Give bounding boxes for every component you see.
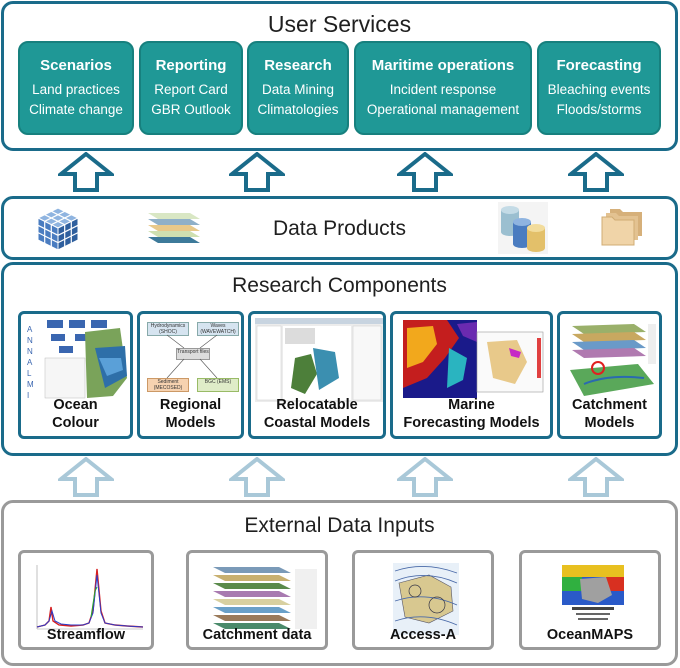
card-caption: Ocean Colour [21,396,130,432]
service-heading: Research [264,57,332,74]
service-line: Incident response [389,82,497,97]
diagram-connectors [166,334,218,379]
diagram-node: Hydrodynamics (SHOC) [147,322,189,336]
card-caption-line: Relocatable [276,397,358,413]
card-caption-line: Models [165,415,216,431]
input-streamflow[interactable]: Streamflow [18,550,154,650]
ocean-colour-letter: N [27,347,33,356]
service-line: Floods/storms [556,102,642,117]
input-caption: Access-A [389,627,457,643]
input-access-a[interactable]: Access-A [352,550,494,650]
card-caption-line: Marine [448,397,495,413]
ocean-colour-letter: A [27,358,33,367]
regional-models-diagram: Hydrodynamics (SHOC) Waves (WAVEWATCH) T… [144,318,239,402]
card-caption-line: Catchment [572,397,647,413]
card-caption: Catchment Models [560,396,659,432]
access-a-map [365,561,487,637]
card-relocatable-coastal-models[interactable]: Relocatable Coastal Models [248,311,386,439]
input-caption: Catchment data [202,627,312,643]
service-line: Climatologies [257,102,339,117]
diagram-node: Sediment (MECOSED) [147,378,189,392]
card-regional-models[interactable]: Hydrodynamics (SHOC) Waves (WAVEWATCH) T… [137,311,244,439]
service-line: Data Mining [261,82,335,97]
service-line: Report Card [154,82,228,97]
diagram-node: Transport files [176,348,210,360]
database-cylinders-icon [498,202,548,254]
up-arrow-light-icon [568,457,624,497]
diagram-node: BGC (EMS) [197,378,239,392]
card-caption-line: Coastal Models [263,415,371,431]
catchment-data-layers [199,561,321,637]
service-research[interactable]: Research Data Mining Climatologies [247,41,349,135]
card-caption-line: Forecasting Models [403,415,540,431]
external-data-inputs-title: External Data Inputs [244,514,435,537]
up-arrow-icon [229,152,285,192]
layer-stack-icon [148,213,200,243]
streamflow-plot [31,561,147,637]
oceanmaps-map [532,561,654,637]
card-catchment-models[interactable]: Catchment Models [557,311,662,439]
card-caption-line: Ocean [53,397,98,413]
input-oceanmaps[interactable]: OceanMAPS [519,550,661,650]
card-caption-line: Regional [159,397,222,413]
data-products-title: Data Products [272,217,407,240]
service-line: Land practices [32,82,120,97]
service-line: Operational management [366,102,520,117]
data-products-panel: Data Products [1,196,678,260]
ocean-colour-letter: I [27,391,30,400]
diagram-node: Waves (WAVEWATCH) [197,322,239,336]
up-arrow-icon [58,152,114,192]
service-heading: Scenarios [40,57,112,74]
up-arrow-light-icon [229,457,285,497]
research-components-title: Research Components [232,274,447,297]
up-arrow-icon [568,152,624,192]
relocatable-models-screenshot [255,318,383,402]
card-ocean-colour[interactable]: A N N A L M I Ocean Colour [18,311,133,439]
service-line: GBR Outlook [151,102,231,117]
card-marine-forecasting-models[interactable]: Marine Forecasting Models [390,311,553,439]
input-catchment-data[interactable]: Catchment data [186,550,328,650]
service-heading: Reporting [155,57,227,74]
ocean-colour-letter: A [27,325,33,334]
up-arrow-light-icon [397,457,453,497]
service-line: Bleaching events [547,82,651,97]
card-caption-line: Models [584,415,635,431]
user-services-title: User Services [267,11,412,37]
card-caption: Marine Forecasting Models [393,396,550,432]
service-line: Climate change [29,102,123,117]
marine-forecasting-map [397,318,550,402]
ocean-colour-letter: L [27,369,32,378]
service-heading: Maritime operations [371,57,515,74]
service-reporting[interactable]: Reporting Report Card GBR Outlook [139,41,243,135]
ocean-colour-letter: N [27,336,33,345]
up-arrow-light-icon [58,457,114,497]
catchment-models-image [564,318,659,402]
card-caption: Regional Models [140,396,241,432]
card-caption-line: Colour [52,415,99,431]
service-heading: Forecasting [556,57,642,74]
service-forecasting[interactable]: Forecasting Bleaching events Floods/stor… [537,41,661,135]
input-caption: OceanMAPS [546,627,634,643]
card-caption: Relocatable Coastal Models [251,396,383,432]
ocean-colour-letter: M [27,380,34,389]
service-scenarios[interactable]: Scenarios Land practices Climate change [18,41,134,135]
up-arrow-icon [397,152,453,192]
folders-icon [601,209,642,246]
input-caption: Streamflow [46,627,126,643]
ocean-colour-image [25,318,130,402]
service-maritime-operations[interactable]: Maritime operations Incident response Op… [354,41,532,135]
cube-grid-icon [36,207,80,251]
